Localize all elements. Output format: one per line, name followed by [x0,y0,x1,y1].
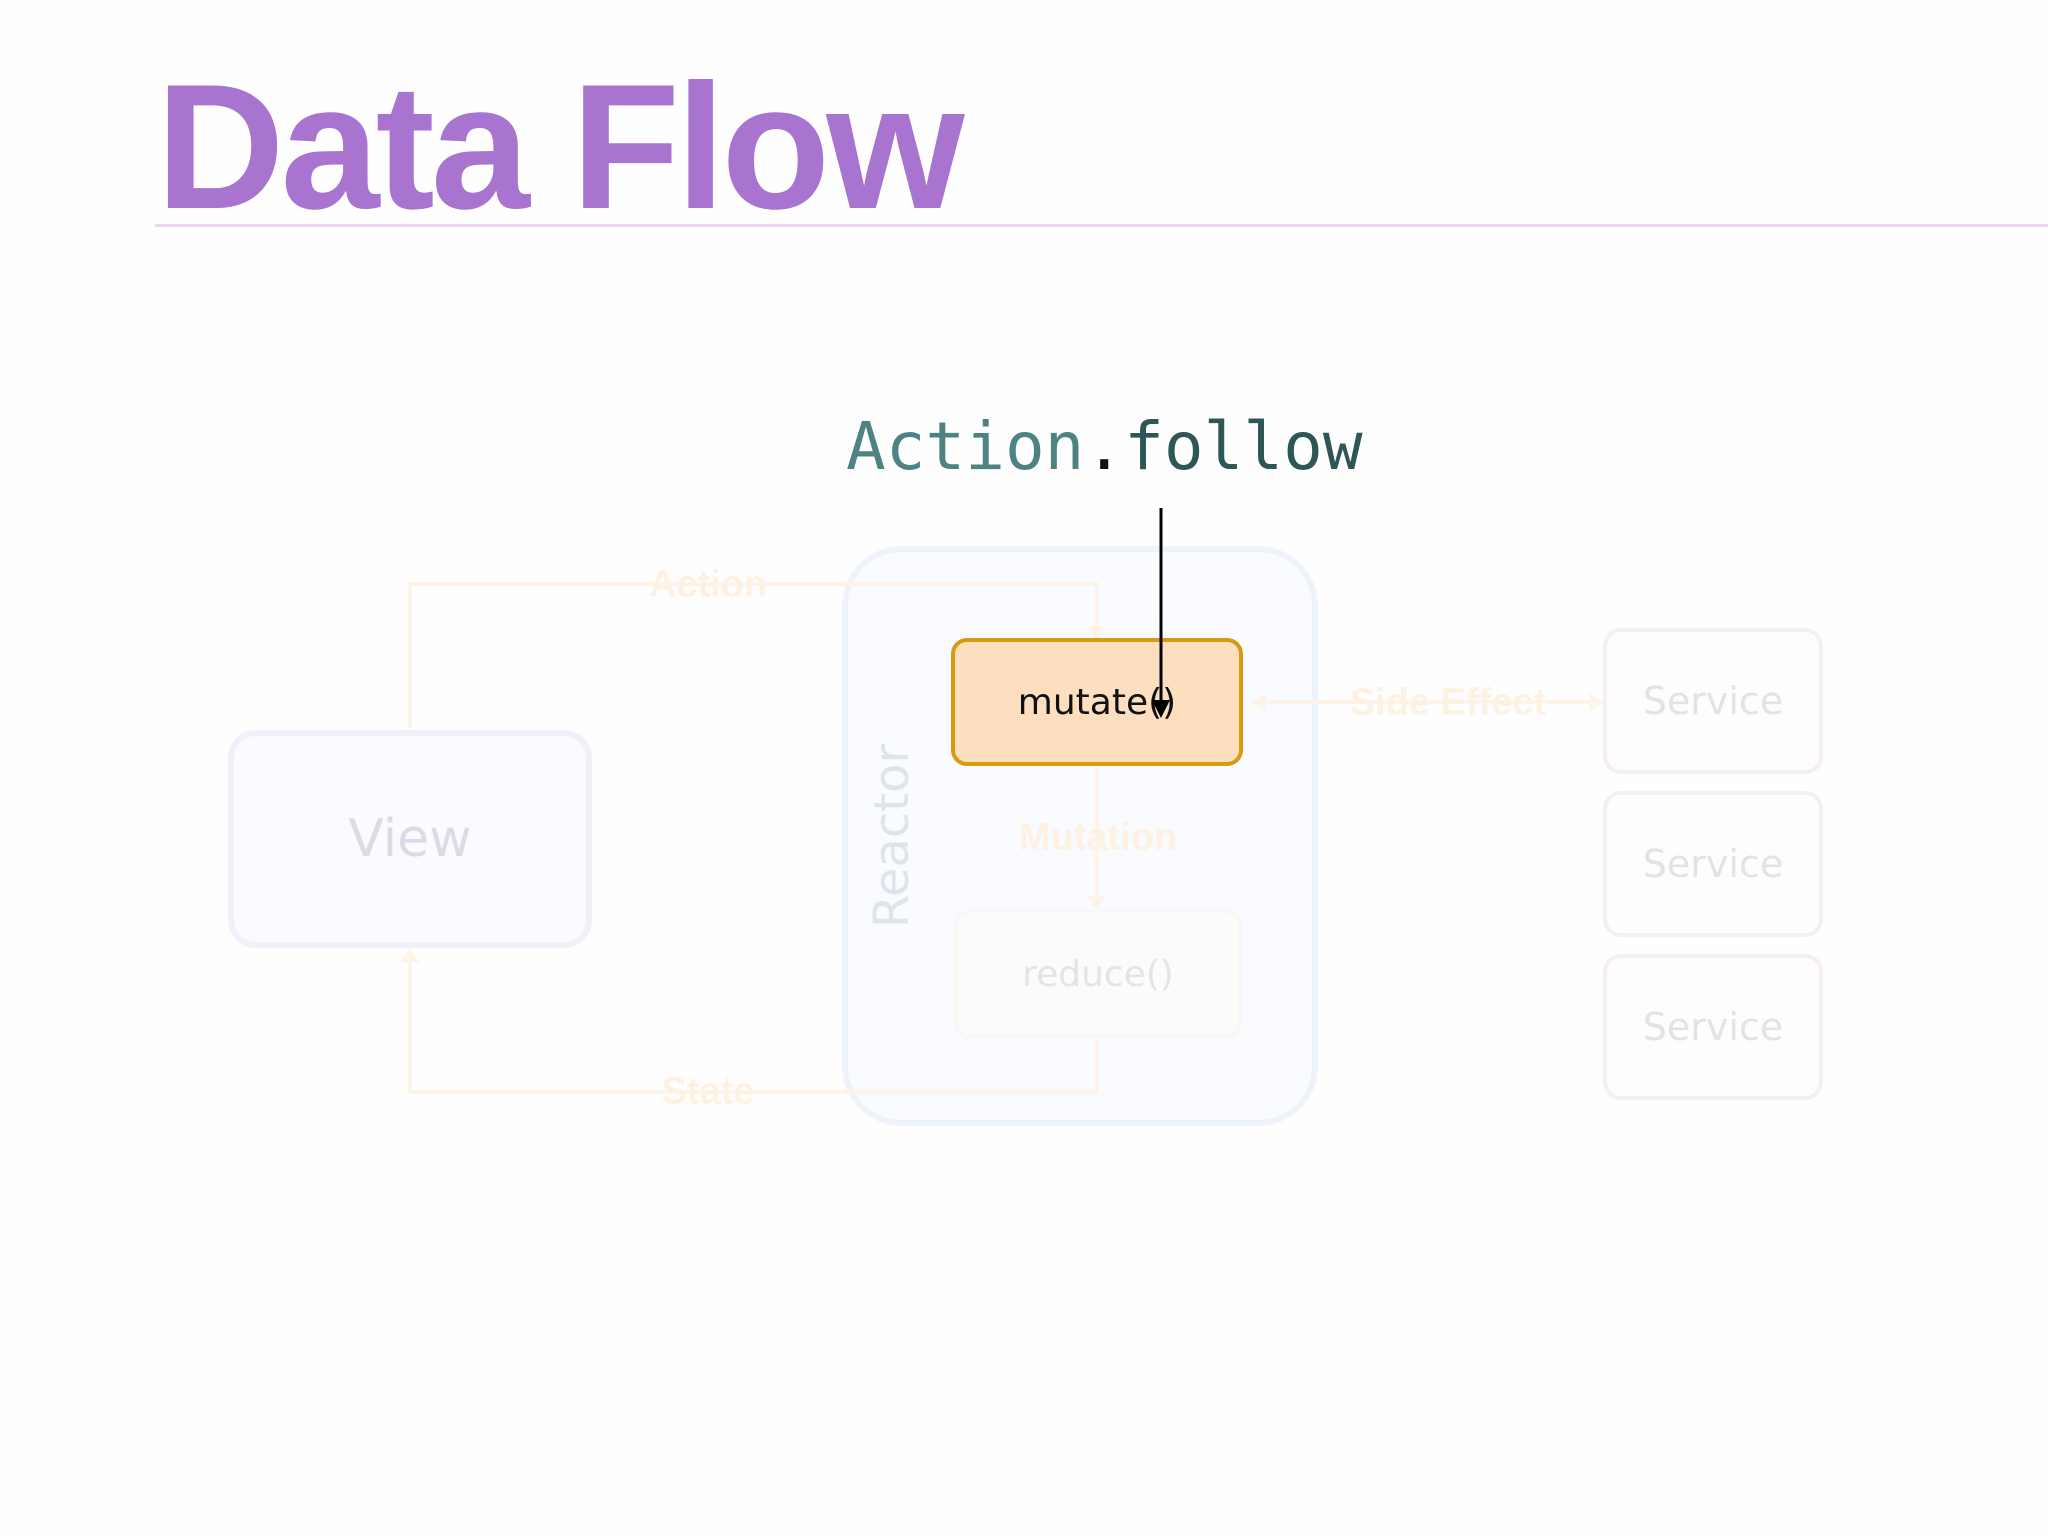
edge-label-side-effect: Side Effect [1349,681,1547,724]
edge-label-state: State [661,1070,755,1113]
title-underline [155,224,2048,227]
action-type-name: Action [846,408,1085,485]
service-box-1: Service [1603,628,1823,774]
edge-label-mutation: Mutation [1018,816,1178,859]
service-label: Service [1642,679,1784,723]
service-label: Service [1642,842,1784,886]
edge-label-action: Action [648,563,768,606]
service-box-2: Service [1603,791,1823,937]
mutate-box: mutate() [951,638,1243,766]
state-arrowhead [401,948,419,962]
action-label: Action.follow [846,414,1363,480]
reduce-label: reduce() [1022,953,1174,995]
action-dot: . [1084,408,1125,485]
service-box-3: Service [1603,954,1823,1100]
mutate-label: mutate() [1017,681,1177,723]
action-case-name: follow [1124,408,1363,485]
slide-title: Data Flow [156,47,965,246]
view-box: View [228,730,592,948]
service-label: Service [1642,1005,1784,1049]
reduce-box: reduce() [954,910,1242,1038]
reactor-label: Reactor [864,743,920,929]
view-label: View [348,809,472,869]
side-effect-arrowhead-right [1590,693,1604,711]
